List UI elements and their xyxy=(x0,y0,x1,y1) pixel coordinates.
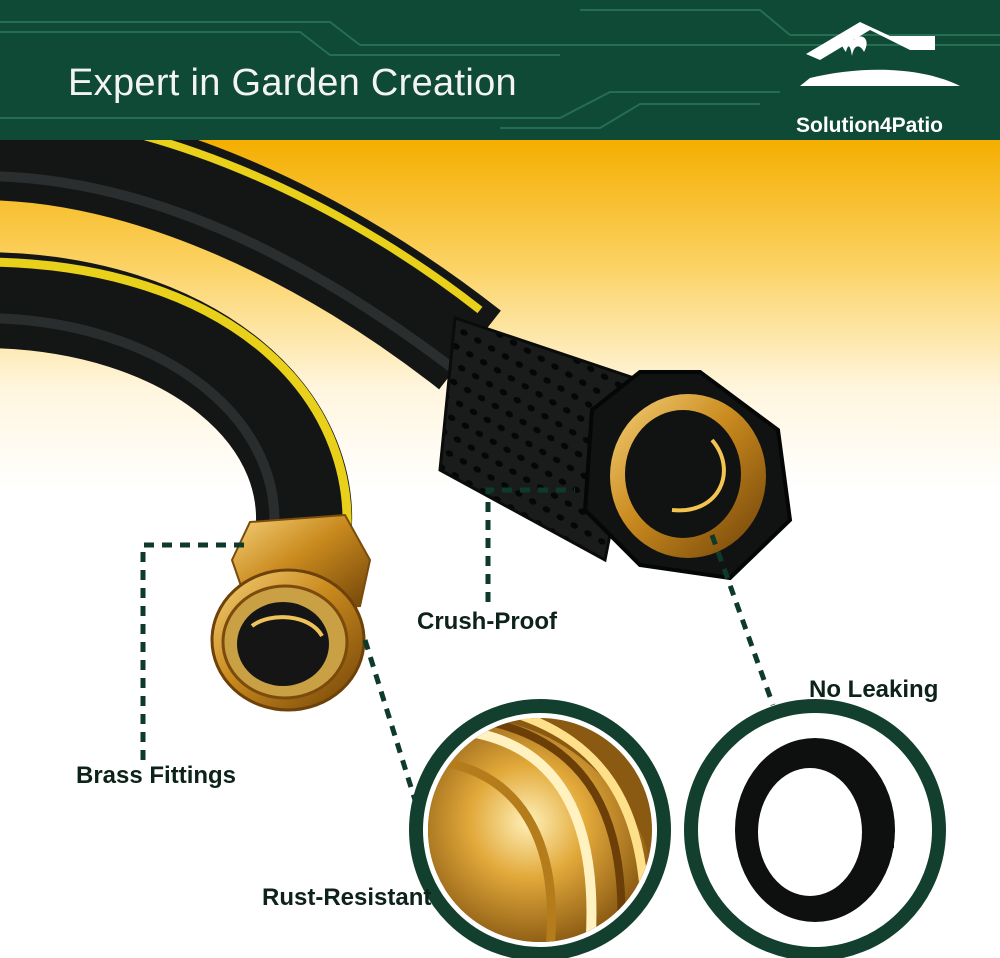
rust-resistant-label: Rust-Resistant xyxy=(262,884,432,911)
male-brass-fitting xyxy=(210,513,372,712)
brass-fittings-label: Brass Fittings xyxy=(76,762,237,789)
callout-lines xyxy=(140,487,776,881)
lower-hose xyxy=(0,252,352,566)
no-leaking-label: No Leaking xyxy=(809,676,939,703)
no-leaking-zoom xyxy=(684,699,946,958)
upper-hose xyxy=(0,100,501,390)
rust-resistant-zoom xyxy=(409,699,671,958)
lower-hose-stripe xyxy=(0,257,352,561)
brand-name: Solution4Patio xyxy=(796,114,943,137)
circuit-lines xyxy=(0,9,1000,129)
crush-proof-label: Crush-Proof xyxy=(417,608,557,635)
banner-title: Expert in Garden Creation xyxy=(68,62,517,104)
header-banner: Expert in Garden Creation Solution4Patio xyxy=(0,0,1000,140)
house-leaf-logo xyxy=(800,22,960,86)
